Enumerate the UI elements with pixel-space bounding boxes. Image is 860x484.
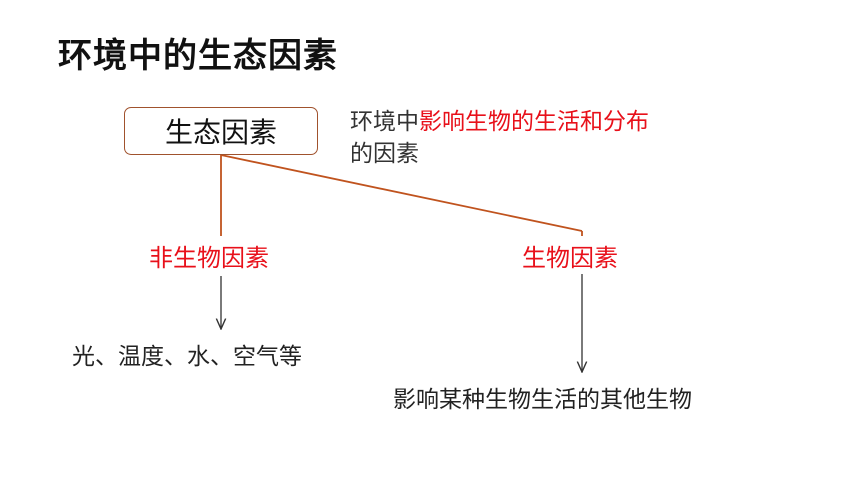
definition-prefix: 环境中: [350, 109, 419, 135]
definition-highlight: 影响生物的生活和分布: [419, 109, 649, 135]
abiotic-factors-node: 非生物因素: [149, 244, 269, 272]
connector-root-to-biotic: [220, 154, 583, 232]
biotic-examples: 影响某种生物生活的其他生物: [393, 387, 692, 413]
slide-title: 环境中的生态因素: [58, 36, 338, 76]
biotic-factors-node: 生物因素: [522, 244, 618, 272]
root-node-box: 生态因素: [124, 107, 318, 155]
definition-text: 环境中影响生物的生活和分布的因素: [350, 106, 750, 170]
definition-suffix: 的因素: [350, 141, 419, 167]
abiotic-examples: 光、温度、水、空气等: [72, 344, 302, 370]
root-node-label: 生态因素: [164, 116, 277, 149]
